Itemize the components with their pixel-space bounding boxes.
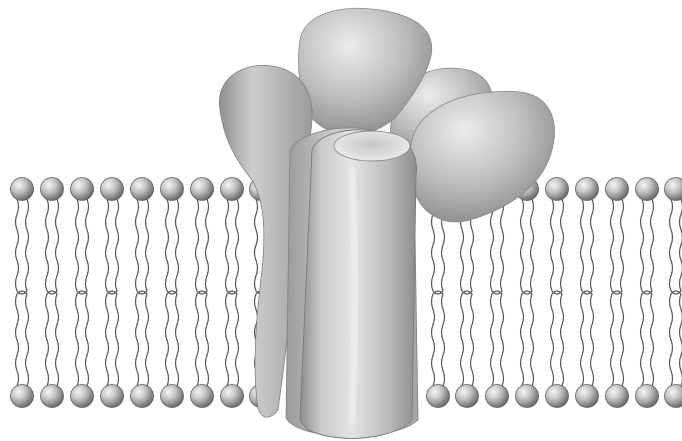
lipid-head	[516, 385, 539, 408]
lipid-tail	[611, 199, 624, 294]
lipid-head	[576, 385, 599, 408]
lipid-head	[41, 178, 64, 201]
lipid-tail	[106, 199, 119, 294]
lipid-tail	[136, 291, 149, 386]
lipid-head	[161, 385, 184, 408]
lipid-tail	[491, 291, 504, 386]
lipid-tail	[196, 199, 209, 294]
lipid-head	[191, 178, 214, 201]
lipid-tail	[16, 199, 29, 294]
lipid-tail	[136, 199, 149, 294]
lipid-head	[221, 385, 244, 408]
lipid-head	[606, 385, 629, 408]
lipid-tail	[461, 291, 474, 386]
membrane-protein	[219, 8, 554, 438]
lipid-head	[456, 385, 479, 408]
lipid-tail	[166, 199, 179, 294]
lipid-tail	[16, 291, 29, 386]
lipid-head	[131, 178, 154, 201]
lipid-head	[71, 178, 94, 201]
lipid-head	[606, 178, 629, 201]
lipid-tail	[46, 291, 59, 386]
lipid-head	[221, 178, 244, 201]
lipid-head	[11, 178, 34, 201]
lipid-head	[636, 385, 659, 408]
lipid-tail	[641, 291, 654, 386]
lipid-head	[546, 178, 569, 201]
lipid-tail	[551, 199, 564, 294]
lipid-head	[576, 178, 599, 201]
lipid-tail	[521, 199, 534, 294]
lipid-head	[427, 385, 450, 408]
lipid-head	[131, 385, 154, 408]
lipid-head	[486, 385, 509, 408]
lipid-tail	[611, 291, 624, 386]
lipid-head	[636, 178, 659, 201]
lipid-tail	[581, 291, 594, 386]
lipid-tail	[670, 291, 682, 386]
lipid-head	[11, 385, 34, 408]
lipid-head	[665, 178, 682, 201]
lipid-head	[41, 385, 64, 408]
lipid-tail	[491, 199, 504, 294]
lipid-tail	[106, 291, 119, 386]
lipid-tail	[196, 291, 209, 386]
lipid-tail	[166, 291, 179, 386]
lipid-head	[191, 385, 214, 408]
lipid-head	[101, 178, 124, 201]
lipid-head	[101, 385, 124, 408]
lipid-tail	[521, 291, 534, 386]
lipid-tail	[641, 199, 654, 294]
lipid-tail	[76, 291, 89, 386]
lipid-head	[71, 385, 94, 408]
lipid-head	[161, 178, 184, 201]
lipid-head	[546, 385, 569, 408]
lipid-tail	[76, 199, 89, 294]
protein-barrel-highlight	[352, 170, 355, 420]
lipid-tail	[670, 199, 682, 294]
lipid-head	[665, 385, 682, 408]
lipid-tail	[226, 291, 239, 386]
protein-pore	[334, 131, 410, 161]
lipid-tail	[46, 199, 59, 294]
lipid-tail	[432, 291, 445, 386]
lipid-tail	[226, 199, 239, 294]
lipid-tail	[551, 291, 564, 386]
lipid-tail	[581, 199, 594, 294]
